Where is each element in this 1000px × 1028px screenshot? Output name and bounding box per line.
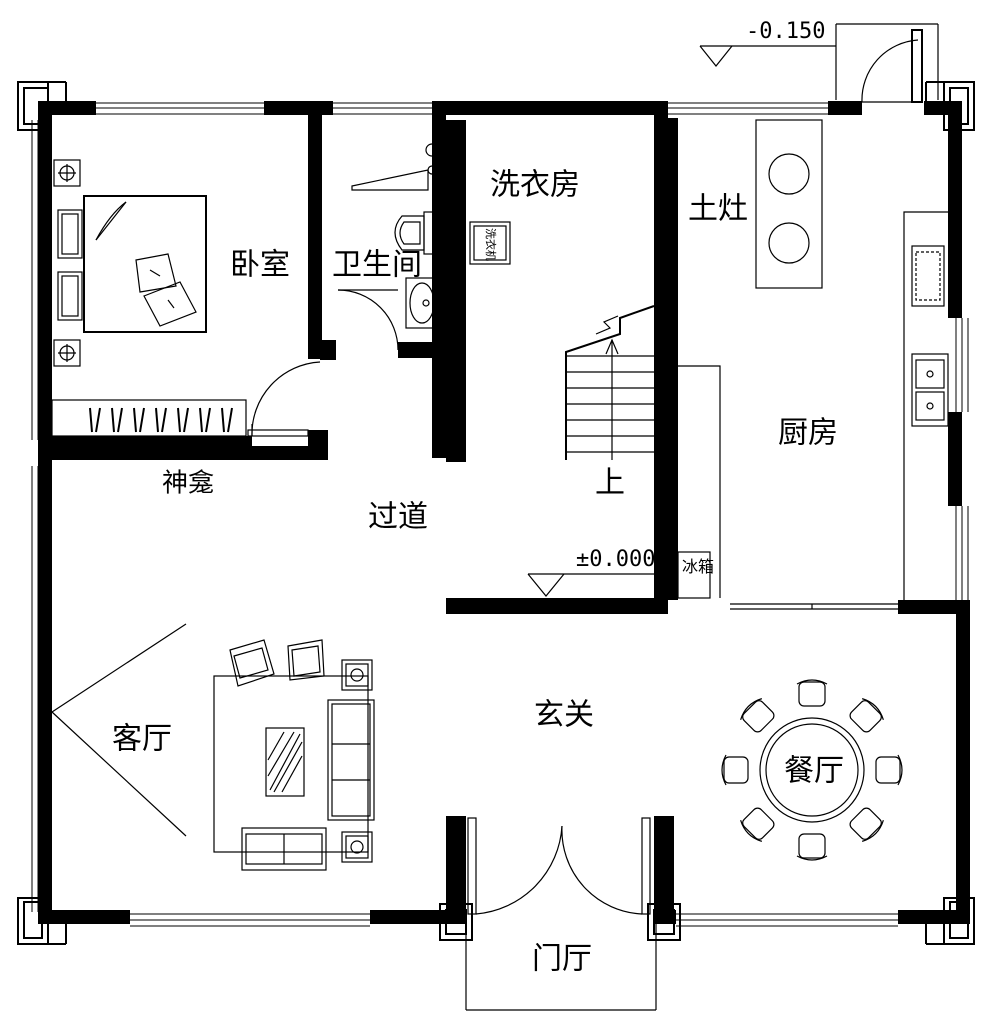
label-bedroom: 卧室 bbox=[230, 248, 290, 283]
door-kitchen-slide bbox=[730, 603, 898, 610]
corner-bottom-right bbox=[925, 897, 975, 945]
wardrobe bbox=[51, 399, 247, 437]
window-right-kitchen bbox=[955, 318, 969, 412]
washing-machine: 洗衣机 bbox=[469, 221, 511, 265]
room-labels: 卧室 卫生间 洗衣房 土灶 厨房 神龛 过道 上 客厅 玄关 餐厅 门厅 bbox=[112, 168, 844, 977]
entrance-porch bbox=[465, 924, 657, 1011]
dining-chair bbox=[796, 833, 828, 861]
elevation-marker-outside: -0.150 bbox=[699, 19, 939, 100]
washing-machine-label: 洗衣机 bbox=[484, 228, 498, 261]
bedside-table-bottom bbox=[53, 339, 81, 367]
window-right-kitchen-lower bbox=[955, 506, 969, 600]
window-top-bath bbox=[333, 102, 432, 115]
dining-table bbox=[721, 679, 903, 861]
door-bedroom bbox=[247, 361, 321, 437]
dining-chair bbox=[875, 754, 903, 786]
elevation-marker-floor: ±0.000 bbox=[527, 547, 664, 597]
door-entrance bbox=[467, 817, 651, 915]
fridge-label: 冰箱 bbox=[682, 557, 714, 576]
dining-chair bbox=[796, 679, 828, 707]
corner-entrance-left bbox=[439, 903, 473, 941]
doors bbox=[247, 29, 923, 915]
dining-chair bbox=[721, 754, 749, 786]
door-back bbox=[861, 29, 923, 103]
sofa-bottom bbox=[241, 827, 327, 871]
label-stair-up: 上 bbox=[595, 466, 625, 501]
label-foyer: 玄关 bbox=[534, 698, 594, 733]
bath-shower-fixture bbox=[351, 143, 439, 191]
window-left-bedroom bbox=[31, 120, 39, 440]
window-top-bedroom bbox=[96, 102, 264, 115]
corner-top-right bbox=[925, 81, 975, 131]
corner-top-left bbox=[17, 81, 67, 131]
kitchen-cabinet bbox=[678, 365, 721, 598]
corner-entrance-right bbox=[647, 903, 681, 941]
side-table-top bbox=[341, 659, 373, 691]
window-bottom-dining bbox=[676, 913, 898, 927]
dining-chair bbox=[740, 807, 775, 842]
tv-wall-lines bbox=[51, 623, 187, 837]
coffee-table bbox=[265, 727, 305, 797]
stove bbox=[755, 119, 823, 289]
dining-chair bbox=[740, 698, 775, 733]
side-table-bottom bbox=[341, 831, 373, 863]
label-bathroom: 卫生间 bbox=[332, 248, 422, 283]
elevation-floor-label: ±0.000 bbox=[576, 547, 655, 572]
sink bbox=[911, 353, 949, 427]
sofa-right bbox=[327, 699, 375, 821]
fridge: 冰箱 bbox=[677, 551, 714, 599]
toilet bbox=[394, 211, 435, 255]
window-top-kitchen bbox=[666, 102, 828, 115]
window-bottom-living bbox=[130, 913, 370, 927]
label-shrine: 神龛 bbox=[162, 469, 214, 499]
living-rug bbox=[213, 675, 369, 853]
corner-columns bbox=[17, 81, 975, 945]
staircase bbox=[565, 305, 655, 460]
armchair-left bbox=[229, 639, 275, 687]
bedside-table-top bbox=[53, 159, 81, 187]
label-laundry: 洗衣房 bbox=[490, 168, 580, 203]
dining-chair bbox=[849, 698, 884, 733]
walls bbox=[38, 101, 970, 924]
bed bbox=[57, 195, 207, 333]
armchair-right bbox=[287, 639, 325, 681]
counter bbox=[903, 211, 948, 600]
corner-bottom-left bbox=[17, 897, 67, 945]
label-living-room: 客厅 bbox=[112, 722, 172, 757]
label-kitchen: 厨房 bbox=[778, 416, 838, 451]
label-dining-room: 餐厅 bbox=[784, 754, 844, 789]
label-entrance-hall: 门厅 bbox=[532, 942, 592, 977]
label-corridor: 过道 bbox=[368, 500, 428, 535]
elevation-outside-label: -0.150 bbox=[746, 19, 825, 44]
label-stove: 土灶 bbox=[688, 192, 748, 227]
door-bathroom bbox=[337, 289, 399, 351]
dining-chair bbox=[849, 807, 884, 842]
basin bbox=[405, 277, 435, 329]
